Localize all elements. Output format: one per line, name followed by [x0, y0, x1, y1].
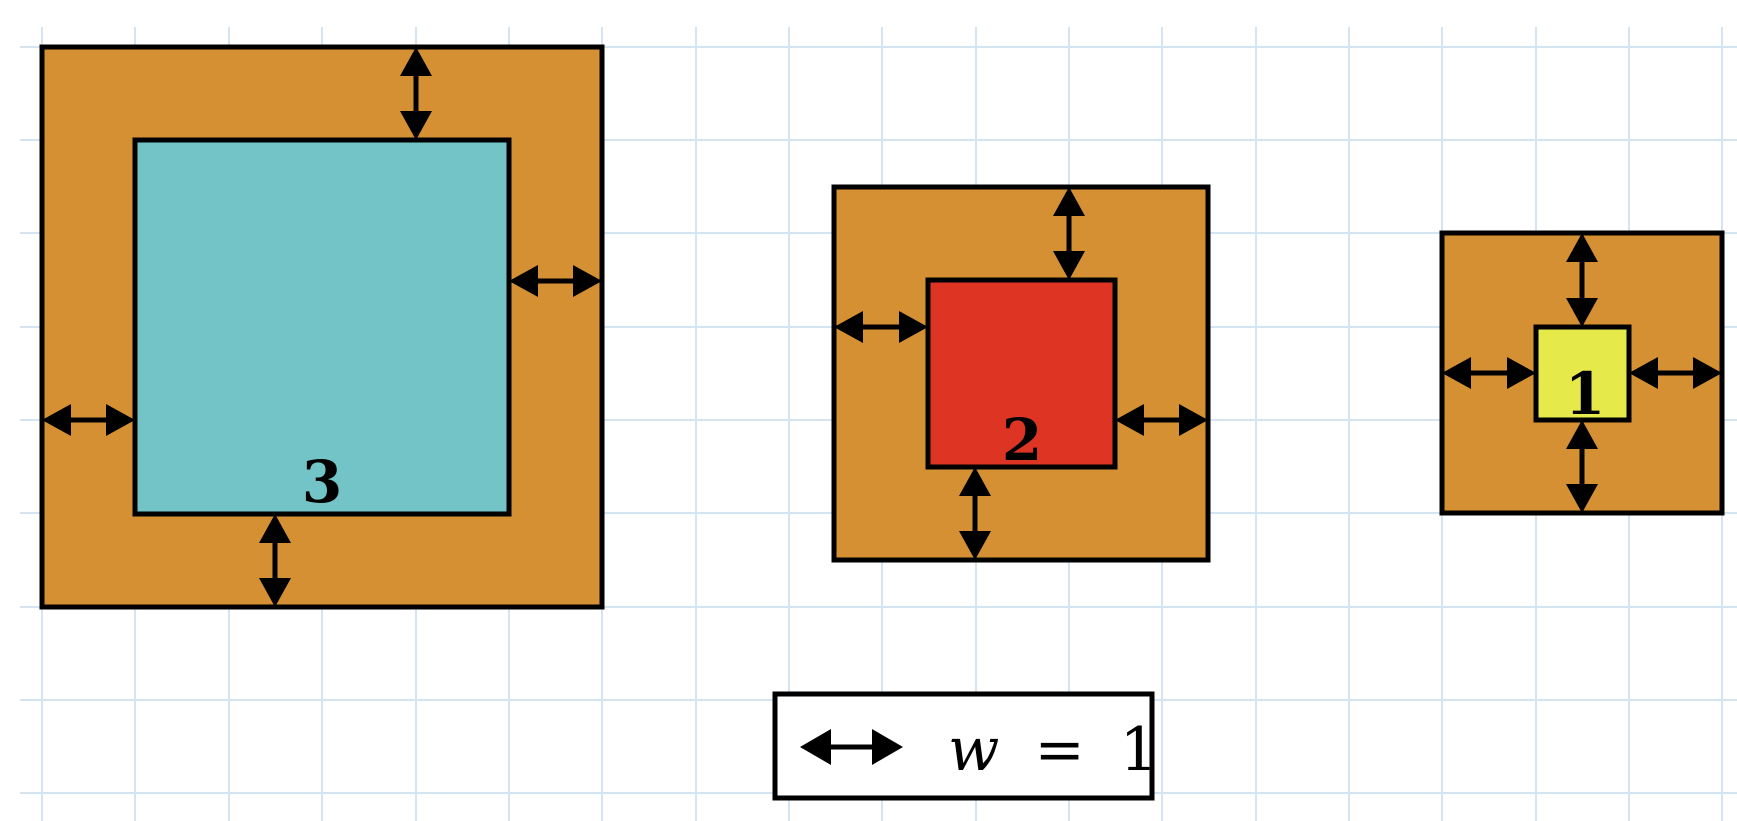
square-label-3: 3: [302, 448, 342, 516]
width-arrow-icon: [1566, 233, 1598, 327]
width-arrow-icon: [959, 467, 991, 560]
width-arrow-icon: [834, 311, 928, 343]
legend-equals: =: [1034, 715, 1084, 785]
width-arrow-icon: [1629, 357, 1722, 389]
arrows-3: [42, 47, 602, 607]
width-arrow-icon: [1053, 187, 1085, 280]
square-label-1: 1: [1565, 360, 1605, 428]
legend-arrow-icon: [800, 729, 903, 765]
width-arrow-icon: [1566, 420, 1598, 513]
width-arrow-icon: [259, 514, 291, 607]
legend-variable: w: [948, 715, 999, 785]
inner-square-2: [925, 277, 1118, 470]
width-arrow-icon: [42, 404, 135, 436]
inner-square-3: [132, 137, 512, 517]
width-arrow-icon: [1442, 357, 1536, 389]
square-label-2: 2: [1002, 406, 1042, 474]
arrows-2: [834, 187, 1208, 560]
legend-value: 1: [1120, 715, 1158, 785]
width-arrow-icon: [400, 47, 432, 140]
width-arrow-icon: [509, 265, 602, 297]
width-arrow-icon: [1115, 404, 1208, 436]
arrows-1: [1442, 233, 1722, 513]
square-group-2: 2: [831, 184, 1211, 563]
inner-square-1: [1533, 324, 1632, 423]
square-group-1: 1: [1439, 230, 1725, 516]
legend: w = 1: [772, 691, 1158, 801]
legend-label: w = 1: [948, 715, 1158, 785]
square-group-3: 3: [39, 44, 605, 610]
